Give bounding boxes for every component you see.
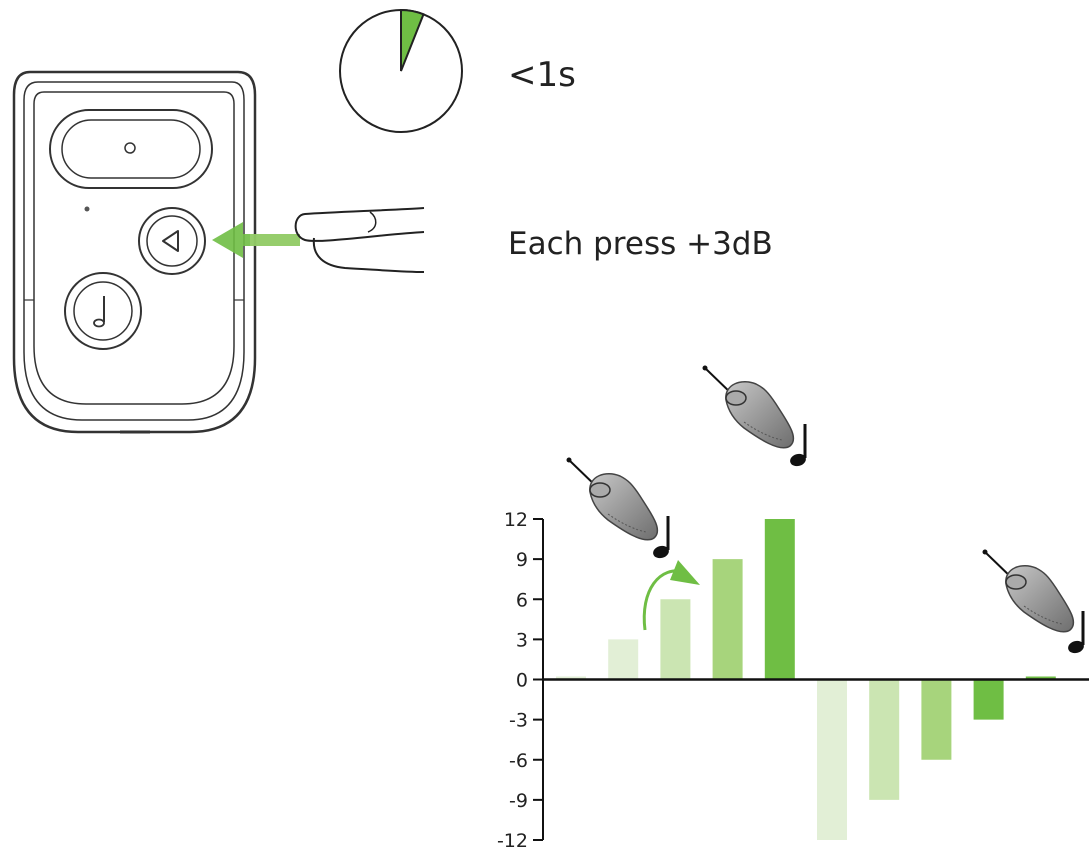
chart-bar — [556, 676, 586, 680]
roger-earpiece-icon — [701, 364, 795, 449]
press-instruction-label: Each press +3dB — [508, 226, 773, 262]
chart-bar — [1025, 676, 1056, 680]
chart-bar — [973, 679, 1004, 720]
timer-label: <1s — [508, 55, 576, 95]
y-tick-label: 6 — [516, 589, 528, 611]
finger-press-icon — [294, 207, 425, 273]
volume-button[interactable] — [138, 207, 206, 275]
chart-bar — [608, 639, 639, 680]
chart-bar — [660, 599, 691, 680]
y-tick-label: 0 — [516, 670, 528, 692]
y-tick-label: -3 — [509, 710, 528, 732]
music-button[interactable] — [64, 272, 142, 350]
step-up-arrow-icon — [642, 560, 700, 631]
chart-bar — [817, 679, 847, 840]
roger-earpiece-icon — [981, 548, 1075, 633]
chart-bar — [764, 519, 795, 680]
y-tick-label: 9 — [516, 549, 528, 571]
power-button[interactable] — [49, 109, 213, 189]
chart-bar — [921, 679, 952, 760]
status-led — [84, 206, 90, 212]
y-tick-label: 3 — [516, 629, 528, 651]
chart-bar — [869, 679, 900, 800]
roger-remote-control-icon — [12, 70, 257, 434]
volume-level-chart: 12 9 6 3 0 -3 -6 -9 -12 — [497, 509, 1089, 850]
y-tick-label: -9 — [509, 790, 528, 812]
y-tick-label: -12 — [497, 830, 528, 850]
y-tick-label: 12 — [504, 509, 528, 531]
timer-pie-icon — [339, 8, 463, 133]
roger-earpiece-icon — [565, 456, 659, 541]
y-tick-label: -6 — [509, 750, 528, 772]
chart-bar — [712, 559, 743, 680]
